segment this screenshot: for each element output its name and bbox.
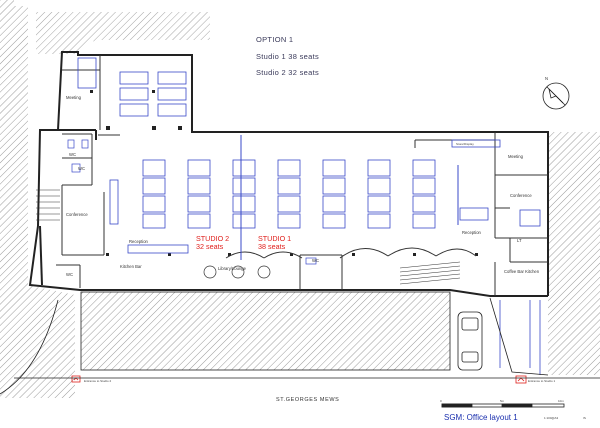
drawing-scale: 1:100@A3 xyxy=(544,416,559,420)
room-conference-left: Conference xyxy=(66,212,88,217)
street-name: ST.GEORGES MEWS xyxy=(276,397,339,403)
compass-label: N xyxy=(545,76,548,81)
building-walls xyxy=(28,51,549,297)
scale-mark-5: 5m xyxy=(500,399,505,403)
scale-bar xyxy=(441,403,565,408)
inner-walls xyxy=(56,55,548,296)
room-wc-mid: WC xyxy=(78,166,85,171)
wc-fixtures xyxy=(67,139,317,265)
room-wc-low: WC xyxy=(66,272,73,277)
meeting-furniture-top xyxy=(77,57,187,117)
room-reception-right: Reception xyxy=(462,230,482,235)
ramp xyxy=(499,300,541,375)
room-meeting-left: Meeting xyxy=(66,95,82,100)
studio2-summary: Studio 2 32 seats xyxy=(256,68,319,77)
desk-clusters xyxy=(109,139,541,254)
room-kitchen-left: Kitchen Bar xyxy=(120,264,142,269)
stairs-right xyxy=(399,261,461,285)
room-lift: LT xyxy=(517,238,522,243)
neighbour-block xyxy=(80,291,451,371)
room-reception-left: Reception xyxy=(129,239,149,244)
room-conference-right: Conference xyxy=(510,193,532,198)
entrance-right-arrow-icon xyxy=(515,375,527,384)
drawing-title: SGM: Office layout 1 xyxy=(444,413,518,422)
scale-mark-10: 10m xyxy=(558,399,564,403)
stairs-left xyxy=(36,189,60,221)
room-wc-center: WC xyxy=(312,258,319,263)
entrance-left-label: Entrance to Studio 2 xyxy=(84,379,112,383)
room-meeting-right: Meeting xyxy=(508,154,524,159)
drawing-sheet: IS xyxy=(583,416,586,420)
studio1-summary: Studio 1 38 seats xyxy=(256,52,319,61)
street-edge xyxy=(0,299,600,395)
lounge-tables xyxy=(203,265,271,279)
studio2-seats: 32 seats xyxy=(196,242,224,251)
scale-mark-0: 0 xyxy=(440,399,442,403)
room-top-store: Store/Display xyxy=(456,142,474,146)
compass-icon xyxy=(542,82,570,110)
bay-windows xyxy=(225,247,477,259)
ramp-outline xyxy=(489,297,549,376)
room-kitchen-right: Coffee Bar Kitchen xyxy=(504,269,540,274)
car xyxy=(457,311,483,371)
room-wc-top: WC xyxy=(69,152,76,157)
option-title: OPTION 1 xyxy=(256,35,293,44)
studio1-name: STUDIO 1 xyxy=(258,234,291,243)
studio2-name: STUDIO 2 xyxy=(196,234,229,243)
room-breakout: Library/Lounge xyxy=(218,266,247,271)
columns xyxy=(90,90,478,256)
studio-divider xyxy=(240,135,459,260)
entrance-right-label: Entrance to Studio 1 xyxy=(528,379,556,383)
studio1-seats: 38 seats xyxy=(258,242,286,251)
